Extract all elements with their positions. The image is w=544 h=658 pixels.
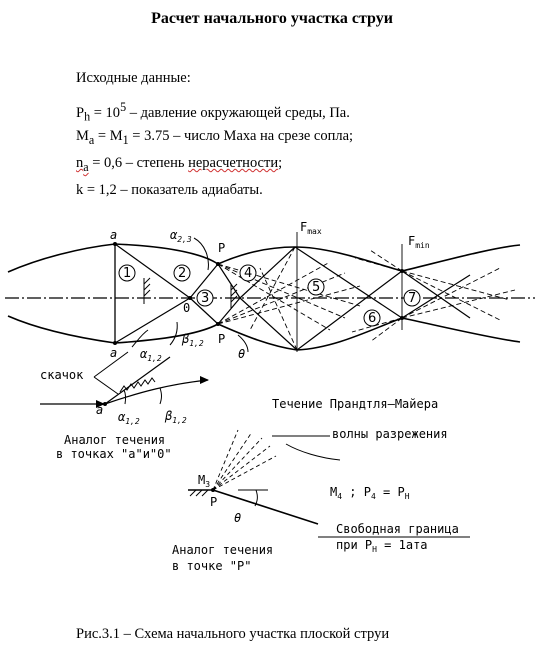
analog-p-line2: в точке "P" — [172, 559, 251, 573]
alpha23-arrow — [193, 237, 209, 271]
key-points — [113, 242, 404, 345]
alpha12-label: α1,2 — [140, 347, 162, 363]
sketch-point-a — [103, 402, 107, 406]
free-boundary-line1: Свободная граница — [336, 522, 459, 536]
sketch-flow-arrowhead — [96, 400, 105, 408]
waves-arrow-curve — [285, 443, 341, 461]
zone-3-label: 3 — [201, 291, 209, 306]
zone-1-label: 1 — [123, 266, 131, 281]
sketch-beta-arc — [159, 387, 162, 405]
p-wall-hatch — [189, 489, 209, 497]
sketch-shock-wavy — [119, 377, 156, 393]
sketch-beta12-label: β1,2 — [164, 409, 187, 425]
zone-2-label: 2 — [178, 266, 186, 281]
given-line-mach: Ma = M1 = 3.75 – число Маха на срезе соп… — [76, 128, 354, 147]
alpha12-arc — [131, 329, 149, 348]
theta-top-arc — [237, 334, 249, 353]
given-heading: Исходные данные: — [76, 70, 191, 86]
sketch-alpha12-label: α1,2 — [118, 410, 140, 426]
prandtl-meyer-label: Течение Прандтля–Майера — [272, 397, 438, 411]
hatch-marks — [143, 277, 238, 308]
p-point-label: P — [210, 495, 217, 509]
m4-p4-relation: M4 ; P4 = PH — [330, 485, 410, 501]
nozzle-wall-bottom — [7, 315, 116, 344]
free-boundary-line — [212, 489, 319, 525]
sketch-deflected-arrowhead — [200, 376, 209, 384]
analog-ao-line1: Аналог течения — [64, 433, 165, 447]
sketch-deflected-flow — [104, 379, 209, 405]
fmax-label: Fmax — [300, 220, 322, 236]
given-line-pressure: Ph = 105 – давление окружающей среды, Па… — [76, 100, 350, 124]
page-title: Расчет начального участка струи — [151, 10, 393, 27]
p-point — [211, 488, 215, 492]
theta-bottom-arc — [254, 489, 258, 507]
expansion-fan-lines — [217, 246, 516, 351]
p-fan-lines — [212, 429, 277, 491]
sketch-shock-line — [104, 356, 171, 405]
zone-5-label: 5 — [312, 280, 320, 295]
shock-lines — [114, 243, 471, 351]
alpha23-label: α2,3 — [170, 228, 192, 244]
point-o-label: 0 — [183, 301, 190, 315]
beta12-arc — [169, 321, 178, 346]
jet-boundary-top — [114, 243, 521, 272]
figure-caption: Рис.3.1 – Схема начального участка плоск… — [76, 626, 390, 642]
analog-p-line1: Аналог течения — [172, 543, 273, 557]
point-p-top-label: P — [218, 241, 225, 255]
jet-diagram: 1 2 3 4 5 6 7 a a α2,3 P P 0 Fmax Fmin β… — [5, 220, 535, 573]
beta12-label: β1,2 — [181, 332, 204, 348]
skachok-pointer-1 — [93, 351, 129, 378]
free-boundary-line2: при PH = 1ата — [336, 538, 428, 554]
zone-7-label: 7 — [408, 291, 416, 306]
sketch-a-label: a — [96, 403, 103, 417]
theta-bottom-label: θ — [234, 511, 241, 525]
point-a-top-label: a — [110, 228, 117, 242]
point-p-bottom-label: P — [218, 332, 225, 346]
skachok-pointer-2 — [93, 376, 119, 395]
given-line-expansion: na = 0,6 – степень нерасчетности; — [76, 155, 283, 174]
rarefaction-waves-label: волны разрежения — [332, 427, 448, 441]
skachok-label: скачок — [40, 368, 84, 382]
zone-circles — [118, 264, 421, 327]
fmin-label: Fmin — [408, 234, 430, 250]
theta-top-label: θ — [238, 347, 245, 361]
m3-label: M3 — [198, 473, 210, 489]
zone-6-label: 6 — [368, 311, 376, 326]
point-a-bottom-label: a — [110, 346, 117, 360]
nozzle-wall-top — [7, 243, 116, 273]
sketch-alpha-arc — [123, 389, 127, 405]
given-line-adiabatic: k = 1,2 – показатель адиабаты. — [76, 182, 263, 198]
analog-ao-line2: в точках "a"и"0" — [56, 447, 172, 461]
zone-4-label: 4 — [244, 266, 252, 281]
